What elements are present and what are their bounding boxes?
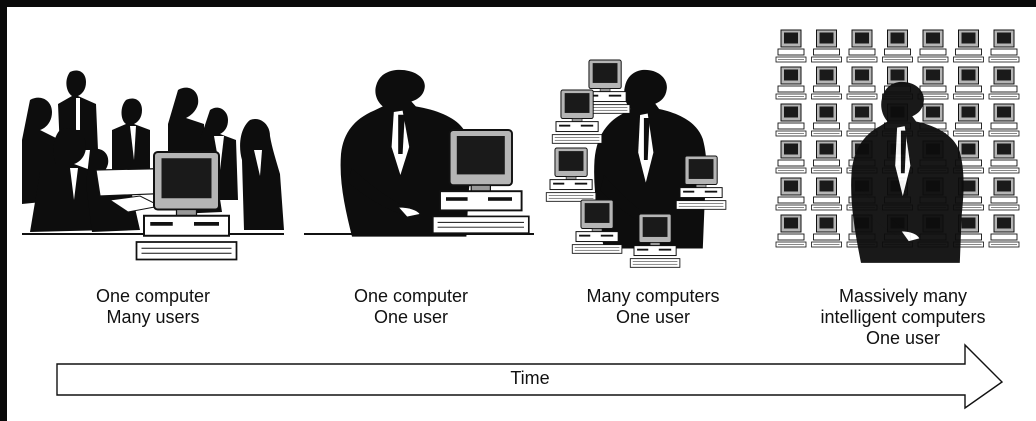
stage-2-line2: One user <box>373 307 449 327</box>
grid-computer-icon <box>811 66 842 100</box>
grid-computer-icon <box>953 29 984 63</box>
grid-computer-icon <box>953 103 984 137</box>
grid-computer-icon <box>811 29 842 63</box>
grid-computer-icon <box>988 177 1020 211</box>
stage-1-line2: Many users <box>106 307 200 327</box>
grid-computer-icon <box>775 177 807 211</box>
grid-computer-icon <box>988 29 1020 63</box>
grid-computer-icon <box>953 66 984 100</box>
stage-2-caption: One computer One user <box>346 286 476 328</box>
grid-computer-icon <box>811 214 842 248</box>
stage-1-line1: One computer <box>95 286 211 306</box>
stage-2-line1: One computer <box>353 286 469 306</box>
grid-computer-icon <box>811 177 842 211</box>
time-arrow <box>56 343 1004 410</box>
grid-computer-icon <box>811 140 842 174</box>
grid-computer-icon <box>846 66 878 100</box>
grid-computer-icon <box>988 214 1020 248</box>
grid-computer-icon <box>811 103 842 137</box>
grid-computer-icon <box>988 140 1020 174</box>
grid-computer-icon <box>775 140 807 174</box>
stage-4-line2: intelligent computers <box>820 307 986 327</box>
stage-3-line1: Many computers <box>586 286 720 306</box>
grid-computer-icon <box>775 214 807 248</box>
stage-4-caption: Massively many intelligent computers One… <box>798 286 1008 349</box>
time-label: Time <box>510 368 550 388</box>
grid-computer-icon <box>775 29 807 63</box>
many-computers-illustration <box>545 59 727 268</box>
grid-computer-icon <box>775 66 807 100</box>
stage-3-line2: One user <box>615 307 691 327</box>
stage-3-caption: Many computers One user <box>568 286 738 328</box>
grid-computer-icon <box>846 29 878 63</box>
grid-computer-icon <box>988 103 1020 137</box>
group-of-users-illustration <box>22 70 284 261</box>
stage-4-line3: One user <box>865 328 941 348</box>
stage-4-line1: Massively many <box>838 286 968 306</box>
grid-computer-icon <box>917 29 949 63</box>
grid-computer-icon <box>988 66 1020 100</box>
single-user-illustration <box>304 69 534 238</box>
grid-computer-icon <box>882 29 913 63</box>
grid-computer-icon <box>775 103 807 137</box>
stage-1-caption: One computer Many users <box>88 286 218 328</box>
